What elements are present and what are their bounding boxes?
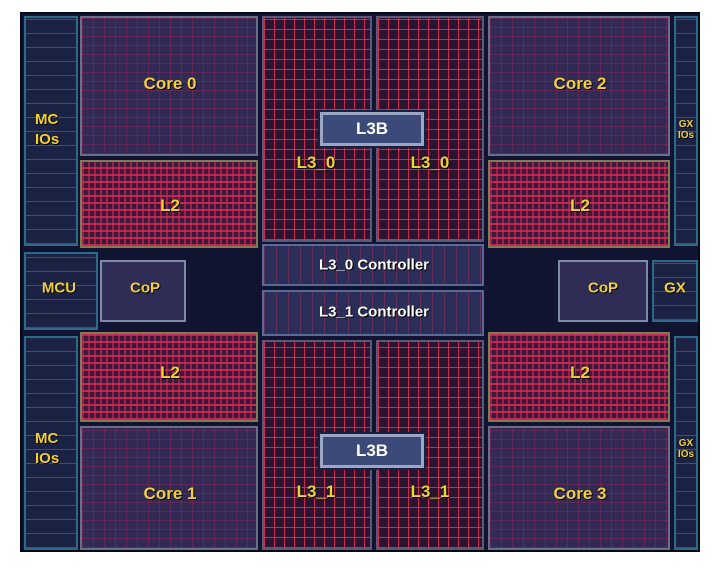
l3-0-left-block: [262, 16, 372, 242]
core-3-block: [488, 426, 670, 550]
core-0-label: Core 0: [143, 74, 197, 93]
l3-1-controller-label: L3_1 Controller: [318, 303, 430, 321]
cop-left-block: [100, 260, 186, 322]
l3b-top-box: L3B: [320, 112, 424, 146]
core-2-label: Core 2: [553, 74, 607, 93]
mcu-label: MCU: [41, 279, 77, 297]
l2-top-left-block: [80, 160, 258, 248]
l2-bottom-left-label: L2: [160, 363, 180, 382]
core-1-label: Core 1: [143, 484, 197, 503]
mcu-block: [24, 252, 98, 330]
chip-die: L3B L3B Core 0 Core 2 Core 1 Core 3 L2 L…: [20, 12, 700, 552]
mc-ios-top-label: MC IOs: [35, 111, 60, 148]
mc-ios-top-block: [24, 16, 78, 246]
l3b-top-label: L3B: [355, 119, 389, 138]
core-2-block: [488, 16, 670, 156]
cop-right-block: [558, 260, 648, 322]
core-0-block: [80, 16, 258, 156]
l3b-bottom-box: L3B: [320, 434, 424, 468]
l2-top-left-label: L2: [160, 196, 180, 215]
gx-ios-top-block: [674, 16, 698, 246]
l2-bottom-right-label: L2: [570, 363, 590, 382]
gx-ios-top-label: GX IOs: [677, 119, 695, 141]
l3-1-controller-block: [262, 290, 484, 336]
l3-0-left-label: L3_0: [296, 153, 336, 172]
l3-0-controller-label: L3_0 Controller: [318, 256, 430, 274]
gx-ios-bottom-block: [674, 336, 698, 550]
l2-top-right-label: L2: [570, 196, 590, 215]
cop-right-label: CoP: [588, 279, 618, 297]
core-1-block: [80, 426, 258, 550]
gx-block: [652, 260, 698, 322]
l2-top-right-block: [488, 160, 670, 248]
core-3-label: Core 3: [553, 484, 607, 503]
l3b-bottom-label: L3B: [355, 441, 389, 460]
l3-0-controller-block: [262, 244, 484, 286]
cop-left-label: CoP: [130, 279, 160, 297]
l3-1-left-label: L3_1: [296, 482, 336, 501]
l3-1-right-label: L3_1: [410, 482, 450, 501]
mc-ios-bottom-label: MC IOs: [35, 430, 60, 467]
l2-bottom-right-block: [488, 332, 670, 422]
l3-0-right-label: L3_0: [410, 153, 450, 172]
l2-bottom-left-block: [80, 332, 258, 422]
gx-ios-bottom-label: GX IOs: [677, 438, 695, 460]
gx-label: GX: [664, 279, 686, 297]
mc-ios-bottom-block: [24, 336, 78, 550]
